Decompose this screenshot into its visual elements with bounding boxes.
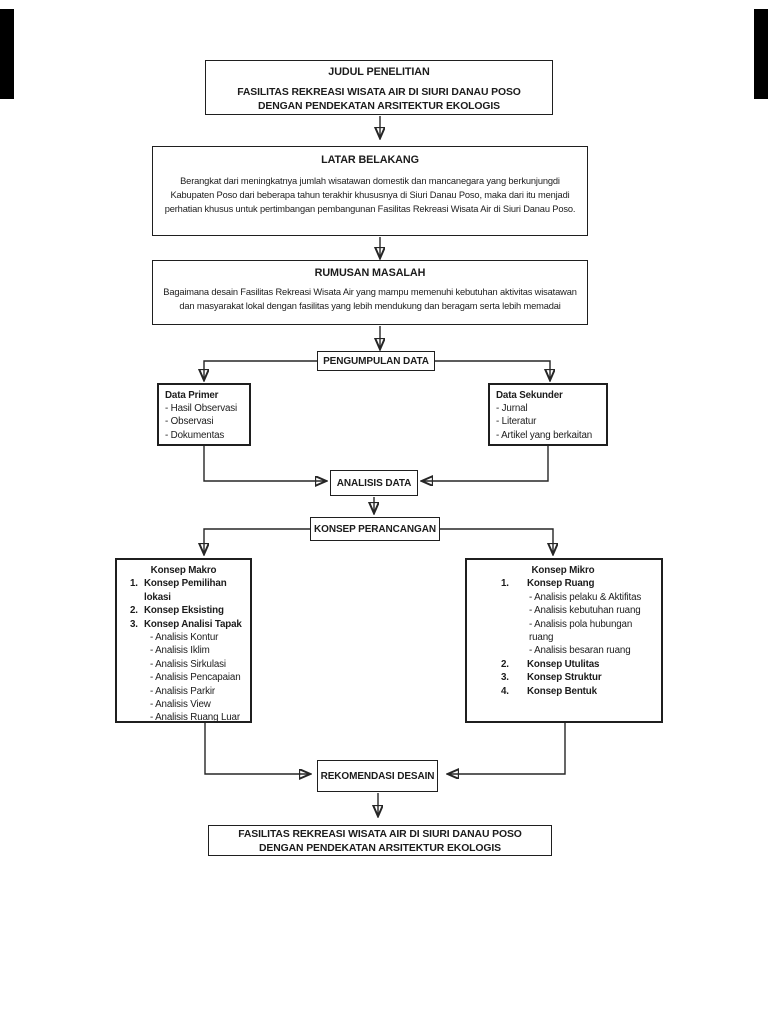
konsep-makro-item: 3. Konsep Analisi Tapak [130,618,248,631]
arrow-mikro-to-rekomendasi [449,723,566,774]
konsep-makro-subitem: - Analisis Sirkulasi [150,658,226,670]
konsep-makro-subitem: - Analisis Kontur [150,632,219,644]
konsep-makro-item: 2. Konsep Eksisting [130,604,248,617]
rumusan-masalah-text-line: dan masyarakat lokal dengan fasilitas ya… [179,301,561,311]
judul-line2: DENGAN PENDEKATAN ARSITEKTUR EKOLOGIS [257,100,501,112]
latar-belakang-text-line: Berangkat dari meningkatnya jumlah wisat… [180,176,560,186]
konsep-makro-subitem: - Analisis Pencapaian [150,672,241,684]
data-sekunder-box: Data Sekunder - Jurnal - Literatur - Art… [488,383,608,446]
konsep-mikro-subitem: - Analisis kebutuhan ruang [529,605,641,617]
item-number: 3. [130,618,138,630]
konsep-mikro-item: 1. Konsep Ruang [501,577,659,590]
arrow-konsep-to-makro [204,528,310,553]
arrow-primer-to-analisis [203,446,325,481]
arrow-pengumpulan-to-sekunder [435,360,550,379]
arrow-pengumpulan-to-primer [204,360,317,379]
hasil-akhir-box: FASILITAS REKREASI WISATA AIR DI SIURI D… [208,825,552,856]
item-label: Konsep Struktur [527,672,602,684]
konsep-mikro-subitem: - Analisis pelaku & Aktifitas [529,591,642,603]
data-sekunder-item: - Artikel yang berkaitan [496,429,593,441]
judul-line1: FASILITAS REKREASI WISATA AIR DI SIURI D… [237,87,521,98]
latar-belakang-box: LATAR BELAKANG Berangkat dari meningkatn… [152,146,588,236]
pengumpulan-data-label: PENGUMPULAN DATA [323,355,429,367]
analisis-data-box: ANALISIS DATA [330,470,418,496]
hasil-akhir-line1: FASILITAS REKREASI WISATA AIR DI SIURI D… [238,829,522,840]
data-primer-heading: Data Primer [165,390,219,401]
konsep-mikro-box: Konsep Mikro 1. Konsep Ruang - Analisis … [465,558,663,723]
konsep-perancangan-box: KONSEP PERANCANGAN [310,517,440,541]
left-edge-bar [0,9,14,99]
item-number: 2. [130,605,138,617]
item-label: Konsep Pemilihan lokasi [144,578,227,603]
item-number: 4. [501,685,509,697]
judul-penelitian-box: JUDUL PENELITIAN FASILITAS REKREASI WISA… [205,60,553,115]
arrow-konsep-to-mikro [440,528,553,553]
pengumpulan-data-box: PENGUMPULAN DATA [317,351,435,371]
rumusan-masalah-heading: RUMUSAN MASALAH [314,267,426,279]
data-sekunder-heading: Data Sekunder [496,390,563,401]
rumusan-masalah-text-line: Bagaimana desain Fasilitas Rekreasi Wisa… [163,287,577,297]
konsep-mikro-item: 2. Konsep Utulitas [501,658,659,671]
item-label: Konsep Eksisting [144,605,224,617]
data-primer-item: - Observasi [165,416,214,428]
konsep-mikro-item: 4. Konsep Bentuk [501,685,659,698]
item-number: 3. [501,672,509,684]
item-label: Konsep Utulitas [527,658,600,670]
konsep-makro-subitem: - Analisis Parkir [150,685,215,697]
rekomendasi-desain-box: REKOMENDASI DESAIN [317,760,438,792]
rumusan-masalah-box: RUMUSAN MASALAH Bagaimana desain Fasilit… [152,260,588,325]
hasil-akhir-line2: DENGAN PENDEKATAN ARSITEKTUR EKOLOGIS [258,842,502,854]
analisis-data-label: ANALISIS DATA [336,477,412,489]
data-primer-box: Data Primer - Hasil Observasi - Observas… [157,383,251,446]
latar-belakang-text-line: Kabupaten Poso dari beberapa tahun terak… [170,190,570,200]
data-sekunder-item: - Jurnal [496,403,528,415]
item-label: Konsep Analisi Tapak [144,618,242,630]
right-edge-bar [754,9,768,99]
konsep-mikro-item: 3. Konsep Struktur [501,671,659,684]
judul-heading: JUDUL PENELITIAN [328,66,430,78]
data-sekunder-item: - Literatur [496,416,537,428]
konsep-makro-item: 1. Konsep Pemilihan lokasi [130,577,248,604]
latar-belakang-heading: LATAR BELAKANG [321,154,419,166]
konsep-mikro-subitem: - Analisis besaran ruang [529,645,631,657]
item-number: 1. [130,578,138,590]
rekomendasi-desain-label: REKOMENDASI DESAIN [320,770,435,782]
item-label: Konsep Bentuk [527,685,597,697]
item-label: Konsep Ruang [527,578,595,590]
data-primer-item: - Hasil Observasi [165,403,238,415]
konsep-mikro-heading: Konsep Mikro [531,565,595,576]
konsep-makro-subitem: - Analisis Iklim [150,645,210,657]
judul-spacer [206,78,552,86]
data-primer-item: - Dokumentas [165,429,225,441]
item-number: 1. [501,578,509,590]
konsep-makro-subitem: - Analisis Ruang Luar [150,712,240,724]
konsep-makro-box: Konsep Makro 1. Konsep Pemilihan lokasi … [115,558,252,723]
konsep-mikro-subitem: - Analisis pola hubungan ruang [529,618,633,644]
konsep-makro-heading: Konsep Makro [150,565,217,576]
konsep-perancangan-label: KONSEP PERANCANGAN [314,523,436,535]
konsep-makro-subitem: - Analisis View [150,699,211,711]
latar-belakang-text-line: perhatian khusus untuk pertimbangan pemb… [164,204,576,214]
arrow-sekunder-to-analisis [423,446,549,481]
arrow-makro-to-rekomendasi [204,723,309,774]
item-number: 2. [501,658,509,670]
